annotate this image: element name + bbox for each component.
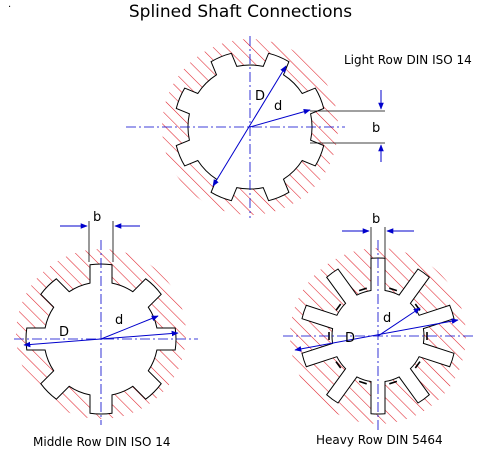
middle-width-dimension xyxy=(88,221,114,262)
light-width-dimension xyxy=(310,110,385,144)
heavy-chamfer-mark xyxy=(358,380,367,385)
stray-mark: · xyxy=(8,2,12,13)
light-width-label: b xyxy=(372,121,380,136)
light-row-caption: Light Row DIN ISO 14 xyxy=(344,53,472,67)
heavy-inner-diameter-line xyxy=(377,307,421,337)
middle-inner-diameter-label: d xyxy=(115,313,123,328)
light-inner-diameter-label: d xyxy=(274,99,282,114)
heavy-chamfer-mark xyxy=(358,287,367,292)
middle-row-section: D d b xyxy=(14,210,198,425)
middle-row-caption: Middle Row DIN ISO 14 xyxy=(33,435,171,449)
light-outer-diameter-line xyxy=(212,65,287,187)
heavy-chamfer-mark xyxy=(389,380,398,385)
middle-inner-diameter-line xyxy=(100,315,159,340)
heavy-chamfer-mark xyxy=(414,361,421,369)
heavy-outer-diameter-line xyxy=(294,318,459,352)
heavy-chamfer-mark xyxy=(389,287,398,292)
heavy-row-section: D d b xyxy=(283,212,475,430)
heavy-width-label: b xyxy=(372,212,380,227)
heavy-chamfer-mark xyxy=(335,303,342,311)
light-outer-diameter-label: D xyxy=(255,89,265,104)
heavy-inner-diameter-label: d xyxy=(383,311,391,326)
heavy-outer-diameter-label: D xyxy=(345,331,355,346)
page-title: Splined Shaft Connections xyxy=(128,2,353,22)
heavy-width-dimension xyxy=(370,227,386,262)
heavy-chamfer-mark xyxy=(335,361,342,369)
light-row-section: D d b xyxy=(126,36,385,218)
middle-outer-diameter-label: D xyxy=(59,325,69,340)
middle-width-label: b xyxy=(93,210,101,225)
light-inner-diameter-line xyxy=(249,109,311,128)
heavy-row-caption: Heavy Row DIN 5464 xyxy=(316,433,443,447)
